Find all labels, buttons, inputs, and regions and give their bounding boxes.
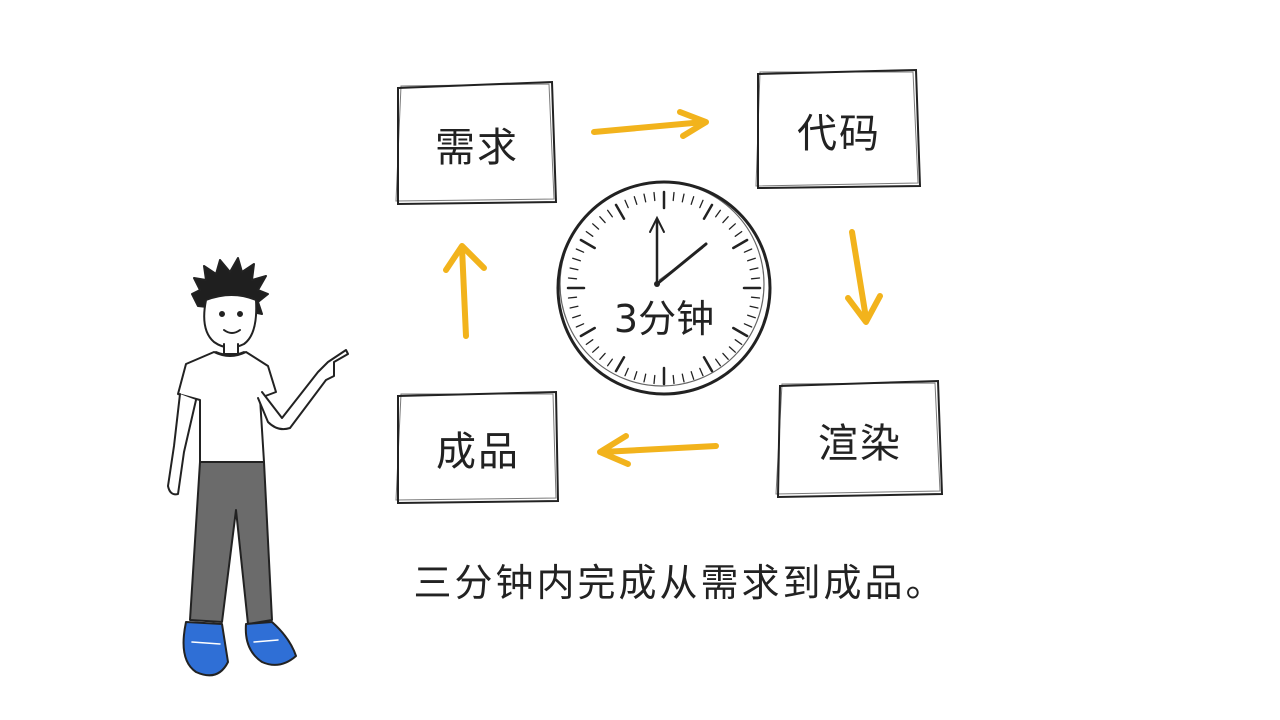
clock-minor-tick <box>606 358 613 367</box>
arrow-left-icon <box>597 433 719 467</box>
clock-major-tick <box>732 238 749 250</box>
node-render-label: 渲染 <box>818 421 902 467</box>
clock-minor-tick <box>672 374 675 385</box>
clock-minor-tick <box>624 367 629 377</box>
arrow-down-icon <box>845 229 883 325</box>
node-code-label: 代码 <box>797 111 881 157</box>
node-product: 成品 <box>398 393 558 503</box>
clock-minor-tick <box>575 323 585 328</box>
clock-minor-tick <box>749 305 759 309</box>
node-code: 代码 <box>758 72 920 188</box>
clock-minor-tick <box>743 323 753 328</box>
clock-minor-tick <box>690 371 695 380</box>
box-code <box>755 68 922 190</box>
clock-minor-tick <box>728 223 736 230</box>
clock-minor-tick <box>722 352 729 360</box>
clock-minor-tick <box>749 267 759 271</box>
clock-minor-tick <box>750 296 761 299</box>
clock-major-tick <box>614 356 626 373</box>
node-product-label: 成品 <box>436 429 520 475</box>
clock-major-tick <box>702 356 714 373</box>
clock-major-tick <box>579 238 596 250</box>
clock-minor-tick <box>633 196 638 205</box>
caption: 三分钟内完成从需求到成品。 <box>413 561 947 605</box>
clock-minor-tick <box>728 346 736 353</box>
clock-minor-tick <box>567 277 578 280</box>
clock-minor-tick <box>585 230 594 237</box>
clock-minor-tick <box>569 267 579 271</box>
clock-minor-tick <box>592 223 600 230</box>
clock-minor-tick <box>599 352 606 360</box>
clock-icon <box>556 180 772 396</box>
clock-minor-tick <box>734 230 743 237</box>
clock-minor-tick <box>569 305 579 309</box>
clock-minor-tick <box>715 358 722 367</box>
clock-major-tick <box>732 326 749 338</box>
box-render <box>775 379 944 499</box>
clock-minor-tick <box>750 277 761 280</box>
node-requirement-label: 需求 <box>435 125 519 171</box>
clock-minor-tick <box>743 248 753 253</box>
clock-minor-tick <box>599 216 606 224</box>
clock-minor-tick <box>572 314 581 319</box>
clock-major-tick <box>614 203 626 220</box>
clock-minor-tick <box>690 196 695 205</box>
clock-minor-tick <box>734 339 743 346</box>
box-product <box>395 390 560 505</box>
clock-minor-tick <box>575 248 585 253</box>
clock-minor-tick <box>624 199 629 209</box>
person-illustration <box>167 257 349 677</box>
clock-minor-tick <box>722 216 729 224</box>
clock-minor-tick <box>699 199 704 209</box>
clock-minor-tick <box>681 373 685 383</box>
clock-label: 3分钟 <box>613 297 715 341</box>
box-requirement <box>395 80 558 206</box>
clock-minor-tick <box>747 257 756 262</box>
clock-minor-tick <box>585 339 594 346</box>
clock-minor-tick <box>643 373 647 383</box>
clock-minor-tick <box>572 257 581 262</box>
clock-major-tick <box>702 203 714 220</box>
clock-minor-tick <box>653 374 656 385</box>
arrow-right-icon <box>591 109 709 139</box>
node-requirement: 需求 <box>398 84 556 204</box>
node-render: 渲染 <box>778 383 942 497</box>
clock-major-tick <box>579 326 596 338</box>
clock-minor-tick <box>699 367 704 377</box>
clock-minor-tick <box>653 191 656 202</box>
arrow-up-icon <box>443 243 487 339</box>
clock-minor-tick <box>672 191 675 202</box>
clock-minor-tick <box>715 209 722 218</box>
clock-minor-tick <box>606 209 613 218</box>
clock-minor-tick <box>592 346 600 353</box>
clock-minor-tick <box>747 314 756 319</box>
clock-minor-tick <box>633 371 638 380</box>
clock-minor-tick <box>681 193 685 203</box>
clock-minor-tick <box>643 193 647 203</box>
clock-minor-tick <box>567 296 578 299</box>
